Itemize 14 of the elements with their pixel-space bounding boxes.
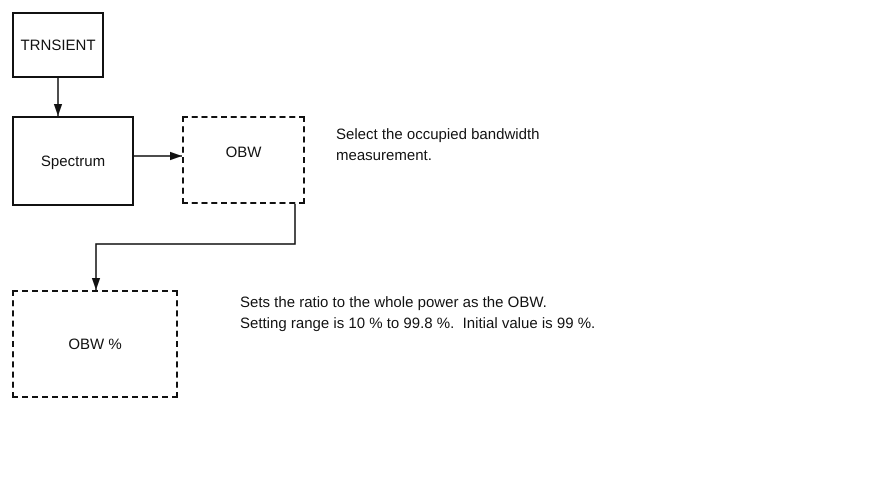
node-label: OBW: [226, 144, 262, 161]
process-box: [12, 12, 104, 78]
node-label: OBW %: [68, 336, 122, 352]
arrow: [134, 152, 182, 160]
node-label: TRNSIENT: [20, 36, 96, 54]
dashed-box: [182, 116, 305, 204]
description-text: Sets the ratio to the whole power as the OBW.: [240, 293, 548, 313]
arrow: [54, 78, 62, 116]
description-text: Select the occupied bandwidth measurement.: [336, 125, 540, 166]
process-box: [12, 116, 134, 206]
description-text: Setting range is 10 % to 99.8 %. Initial value is 99 %.: [240, 314, 596, 334]
node-label: Spectrum: [40, 152, 106, 170]
dashed-box: [12, 290, 178, 398]
arrow: [92, 204, 296, 290]
